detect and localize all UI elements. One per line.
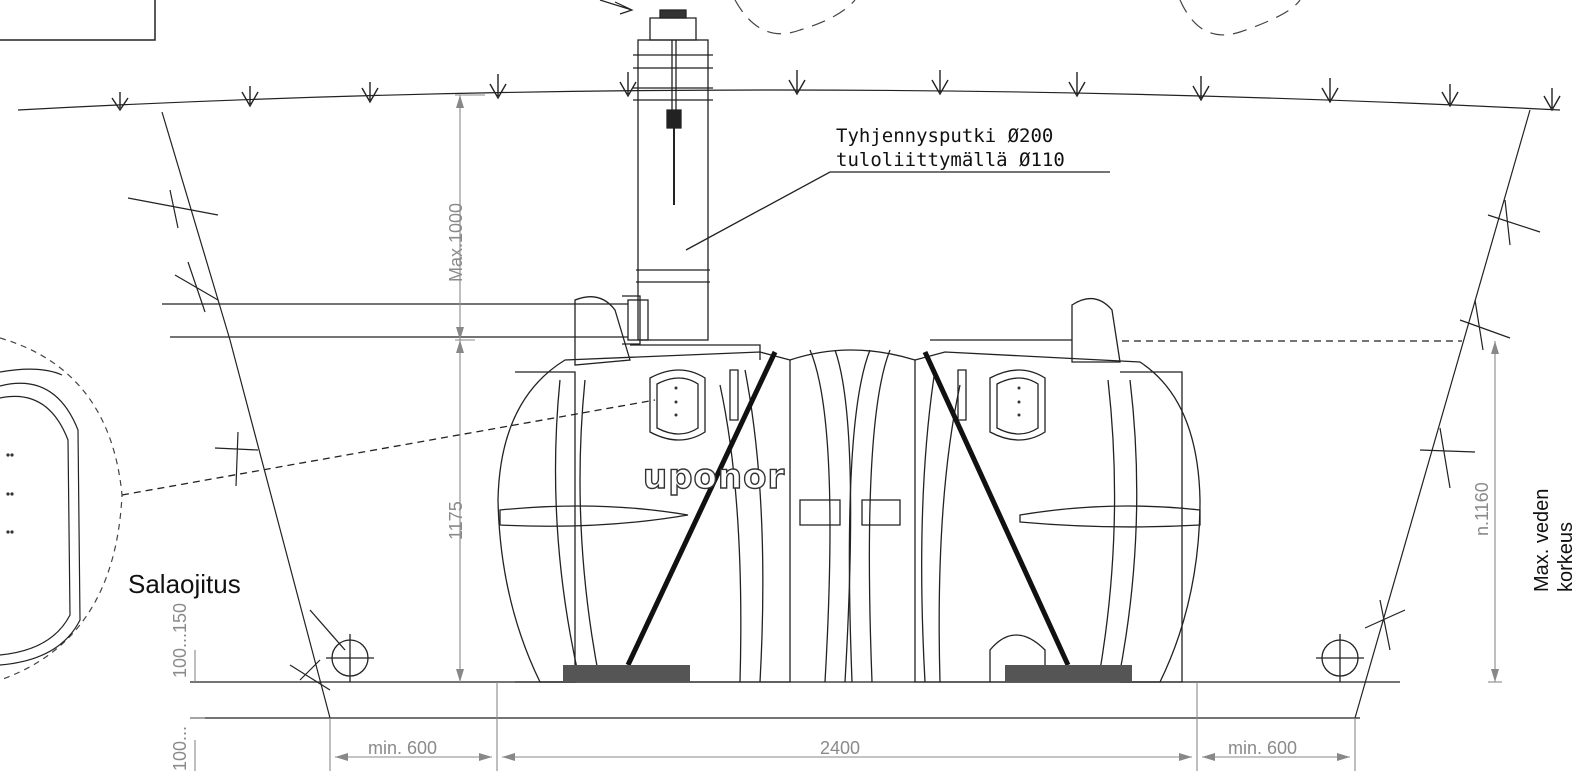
legend-box-fragment xyxy=(0,0,156,41)
tank-bottom-arch xyxy=(989,634,1046,682)
pipe-label-leader xyxy=(685,171,1110,251)
dim-width-left: min. 600 xyxy=(368,738,437,758)
dim-tank-height: 1175 xyxy=(446,501,466,540)
drainage-label-leader xyxy=(309,609,346,651)
tank-inspection-hatch-right xyxy=(957,369,1046,441)
dim-max-cover: Max.1000 xyxy=(446,203,466,282)
detail-dots xyxy=(6,453,14,534)
pipe-label-line2: tuloliittymällä Ø110 xyxy=(836,149,1065,171)
dim-width-right: min. 600 xyxy=(1228,738,1297,758)
wall-hatch-marks xyxy=(127,189,1541,691)
discharge-riser-pipe xyxy=(633,9,713,341)
anchor-plates xyxy=(563,665,1132,682)
septic-tank-body xyxy=(497,296,1201,683)
dimension-arrowheads xyxy=(335,95,1499,761)
anchor-straps xyxy=(625,350,1071,667)
top-arrow xyxy=(599,0,634,15)
detail-circle-top-left xyxy=(734,0,856,35)
detail-tank-fragment xyxy=(0,368,81,666)
detail-leader-dashed xyxy=(121,399,656,496)
pipe-label-line1: Tyhjennysputki Ø200 xyxy=(836,125,1053,147)
inlet-connection xyxy=(622,295,649,345)
dim-water-level: n.1160 xyxy=(1472,482,1492,536)
dim-gravel-top: 100...150 xyxy=(170,603,190,678)
drainage-label: Salaojitus xyxy=(128,569,241,599)
dim-width-tank: 2400 xyxy=(820,738,860,758)
drainage-pipe-right xyxy=(1316,634,1364,682)
hatch-dots xyxy=(674,386,1021,417)
tank-inspection-hatch-left xyxy=(649,369,739,441)
ground-surface-line xyxy=(17,89,1561,111)
detail-circle-top-right xyxy=(1179,0,1301,36)
water-height-label-line2: korkeus xyxy=(1555,522,1577,592)
excavation-right-wall xyxy=(1354,109,1531,719)
water-height-label-line1: Max. veden xyxy=(1531,489,1553,592)
load-arrows xyxy=(111,70,1561,112)
dim-gravel-bottom: 100... xyxy=(170,726,190,771)
drainage-pipe-left xyxy=(326,634,374,682)
excavation-left-wall xyxy=(161,111,331,719)
brand-logo: uponor xyxy=(643,457,785,497)
